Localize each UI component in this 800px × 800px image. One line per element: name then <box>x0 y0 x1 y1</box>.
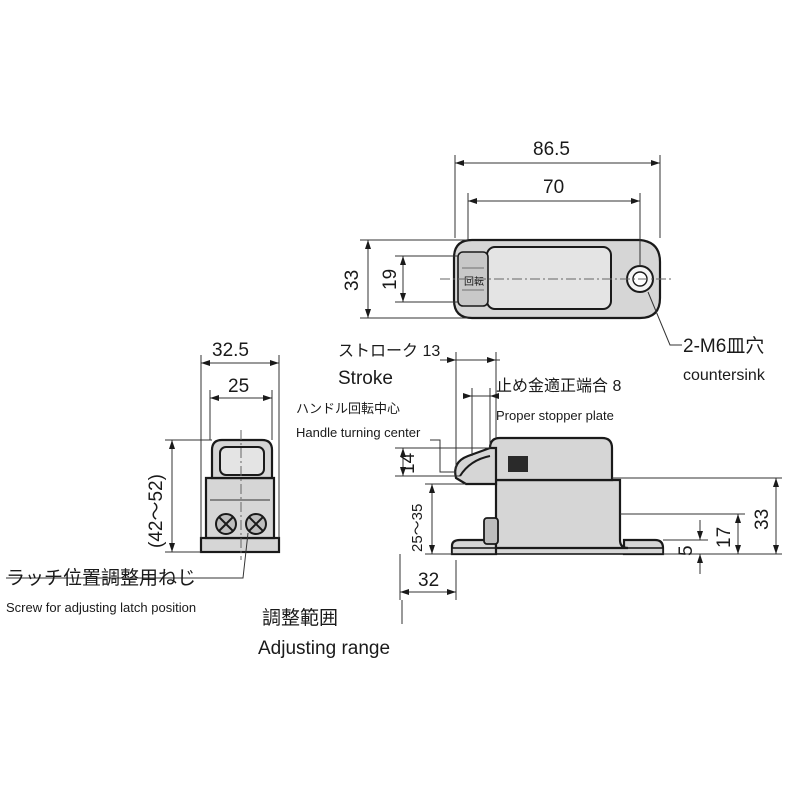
dim-25-35: 25～35 <box>409 504 426 552</box>
stroke-label-en: Stroke <box>338 368 393 389</box>
dim-42-52: (42～52) <box>146 474 167 548</box>
handle-center-label-jp: ハンドル回転中心 <box>296 401 400 416</box>
adjusting-range-label-en: Adjusting range <box>258 638 390 659</box>
dim-side-33: 33 <box>752 509 773 530</box>
dim-14: 14 <box>398 452 419 474</box>
dim-top-33: 33 <box>342 270 363 291</box>
screw-label-en: Screw for adjusting latch position <box>6 600 196 615</box>
svg-text:回転: 回転 <box>464 276 484 288</box>
side-view-body <box>494 478 629 554</box>
stopper-label-jp: 止め金適正端合 8 <box>496 377 621 395</box>
dim-32-5: 32.5 <box>212 340 249 361</box>
screw-label-jp: ラッチ位置調整用ねじ <box>6 567 196 589</box>
stopper-label-en: Proper stopper plate <box>496 408 614 423</box>
dim-17: 17 <box>714 527 735 548</box>
dim-25: 25 <box>228 376 249 397</box>
dim-86-5: 86.5 <box>533 139 570 160</box>
adjusting-range-label-jp: 調整範囲 <box>262 607 338 629</box>
front-view: 32.5 25 (42～52) ラッチ位置調整用ねじ Screw for adj… <box>6 340 281 615</box>
side-view: ストローク 13 Stroke 止め金適正端合 8 Proper stopper… <box>258 342 782 659</box>
dim-70: 70 <box>543 177 564 198</box>
top-view-window <box>486 246 612 310</box>
stroke-label-jp: ストローク 13 <box>338 342 440 360</box>
countersink-label-en: countersink <box>683 367 766 384</box>
dim-32: 32 <box>418 570 439 591</box>
handle-center-label-en: Handle turning center <box>296 425 421 440</box>
dim-top-19: 19 <box>380 269 401 290</box>
dim-5: 5 <box>676 545 697 556</box>
top-view: 回転 86.5 70 33 19 2-M6皿穴 countersink <box>342 139 766 384</box>
countersink-label-jp: 2-M6皿穴 <box>683 335 764 357</box>
